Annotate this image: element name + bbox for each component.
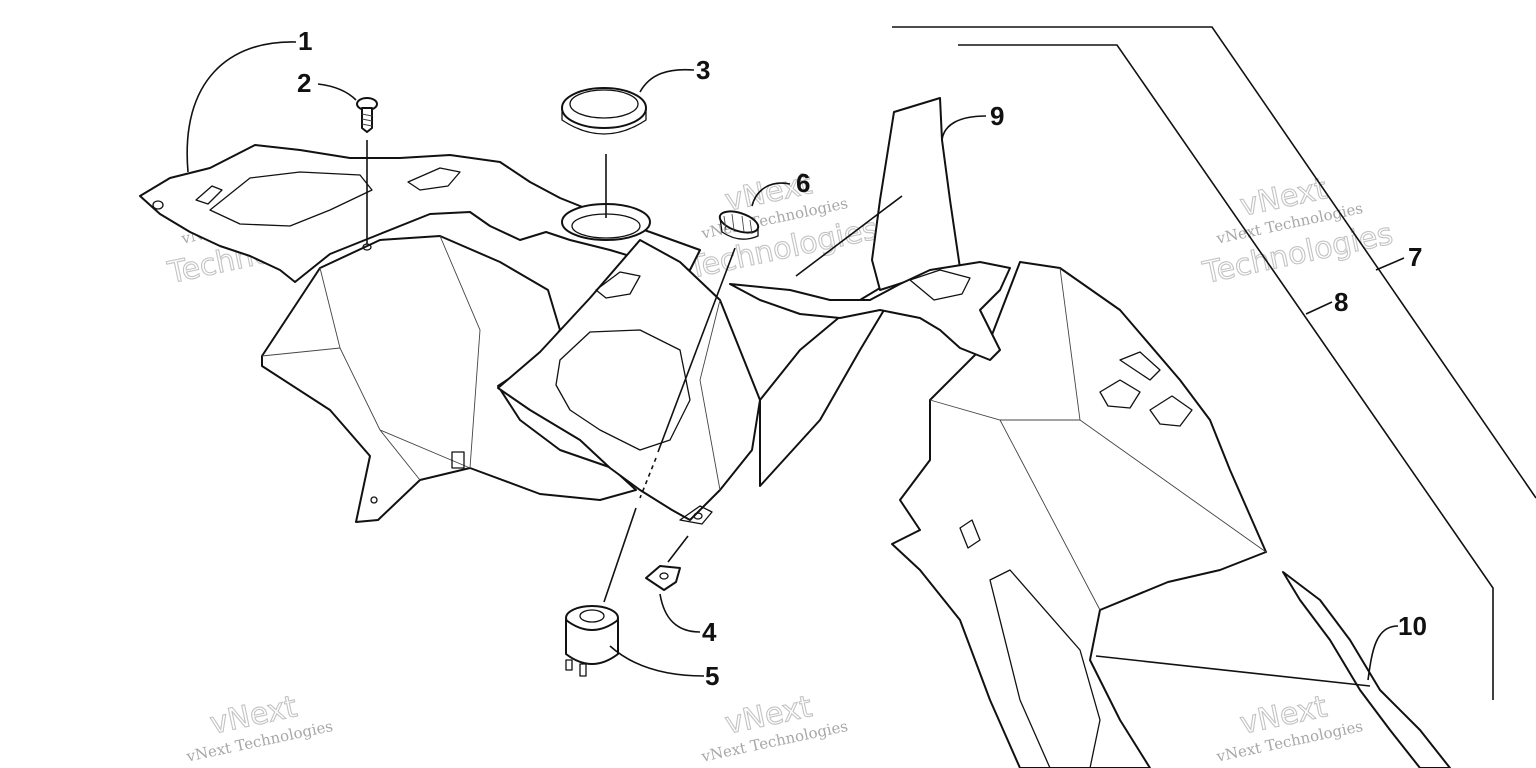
watermark-4: vNext vNext Technologies [184, 689, 334, 766]
part-1-facet [699, 299, 721, 491]
part-10-upper-duct [729, 261, 1011, 361]
part-10-side-panel [729, 261, 1451, 768]
part-10-vent-1 [1099, 379, 1141, 409]
part-1-vent [407, 167, 461, 191]
part-9-fin [871, 97, 961, 291]
part-1-facet [379, 429, 471, 469]
callout-labels: 1 2 3 4 5 6 7 8 9 10 [297, 26, 1427, 691]
callout-leaders [186, 41, 1405, 681]
watermark-2: vNext vNext Technologies Technologies [684, 166, 882, 287]
part-6-knurl [731, 213, 735, 231]
callout-5: 5 [705, 661, 719, 691]
part-1-vent-left [195, 185, 223, 205]
part-6-knurl [749, 219, 753, 235]
part-4-axis-line [667, 535, 689, 563]
callout-9: 9 [990, 101, 1004, 131]
part-3-ring-inner [569, 89, 639, 119]
part-10-duct-scoop [909, 269, 971, 301]
part-9-leader-to-bracket [795, 195, 903, 277]
part-5-switch [565, 507, 637, 677]
part-2-screw [356, 97, 378, 251]
part-2-thread [361, 118, 373, 122]
part-1-storage-opening [555, 329, 691, 451]
part-7-trim-line [892, 26, 1536, 499]
part-5-axis-line [603, 507, 637, 603]
part-5-switch-knob [579, 609, 605, 623]
part-4-clip-body [645, 565, 681, 591]
part-10-main-panel [891, 261, 1267, 768]
watermark-3: vNext vNext Technologies Technologies [1199, 171, 1397, 292]
part-1-facet [379, 429, 421, 481]
part-6-axis-line [657, 247, 736, 453]
leader-9 [941, 115, 987, 141]
watermark-5: vNext vNext Technologies [699, 689, 849, 766]
part-1-facet [319, 267, 341, 349]
part-4-clip-hole [659, 572, 669, 580]
callout-8: 8 [1334, 287, 1348, 317]
part-2-thread [361, 123, 373, 127]
part-8-trim-line [958, 44, 1494, 700]
part-10-trim-strip [1282, 571, 1451, 768]
part-9-windshield [795, 97, 961, 291]
leader-4 [659, 593, 701, 633]
leader-6 [751, 182, 791, 207]
part-1-clip-slot [595, 271, 641, 299]
callout-3: 3 [696, 55, 710, 85]
part-4-clip [645, 535, 689, 591]
leader-10 [1367, 625, 1399, 681]
part-1-grab-slot [209, 171, 373, 227]
callout-7: 7 [1408, 242, 1422, 272]
callout-10: 10 [1398, 611, 1427, 641]
part-3-ring-outer [561, 87, 647, 129]
part-10-facet [999, 419, 1101, 611]
part-8-outline [958, 44, 1494, 700]
part-6-knurl [723, 215, 727, 231]
callout-6: 6 [796, 168, 810, 198]
callout-2: 2 [297, 68, 311, 98]
part-1-lower-lip [679, 505, 713, 525]
part-5-terminal [579, 663, 587, 677]
part-1-mount-hole [152, 200, 164, 210]
part-6-cap-side [719, 217, 759, 240]
part-6-axis-dash [639, 457, 657, 499]
part-10-vent-3 [1119, 351, 1161, 381]
part-1-bolt-hole [370, 496, 378, 504]
part-6-cap [639, 210, 760, 499]
watermark-6: vNext vNext Technologies [1214, 689, 1364, 766]
callout-1: 1 [298, 26, 312, 56]
part-2-thread [361, 113, 373, 117]
part-1-tab [451, 451, 465, 469]
leader-7 [1375, 257, 1405, 271]
part-7-outline [892, 26, 1536, 499]
leader-2 [317, 83, 357, 101]
part-10-lower-slot [959, 519, 981, 549]
part-1-lower-hole [693, 512, 703, 520]
part-10-vent-2 [1149, 395, 1193, 427]
part-5-switch-body [565, 619, 619, 665]
leader-3 [639, 68, 695, 93]
leader-8 [1305, 301, 1333, 315]
callout-4: 4 [702, 617, 717, 647]
part-6-knurl [741, 215, 745, 233]
leader-1 [186, 41, 297, 173]
part-1-facet [439, 235, 481, 469]
part-10-leader-line [1095, 655, 1371, 687]
part-10-inner-cut [989, 569, 1101, 768]
leader-5 [609, 645, 705, 677]
part-3-ring-side [561, 108, 647, 135]
part-5-terminal [565, 659, 573, 671]
part-3-filler-ring [561, 87, 647, 218]
part-1-center-cowl [497, 239, 761, 521]
part-2-screw-hole [362, 243, 372, 251]
